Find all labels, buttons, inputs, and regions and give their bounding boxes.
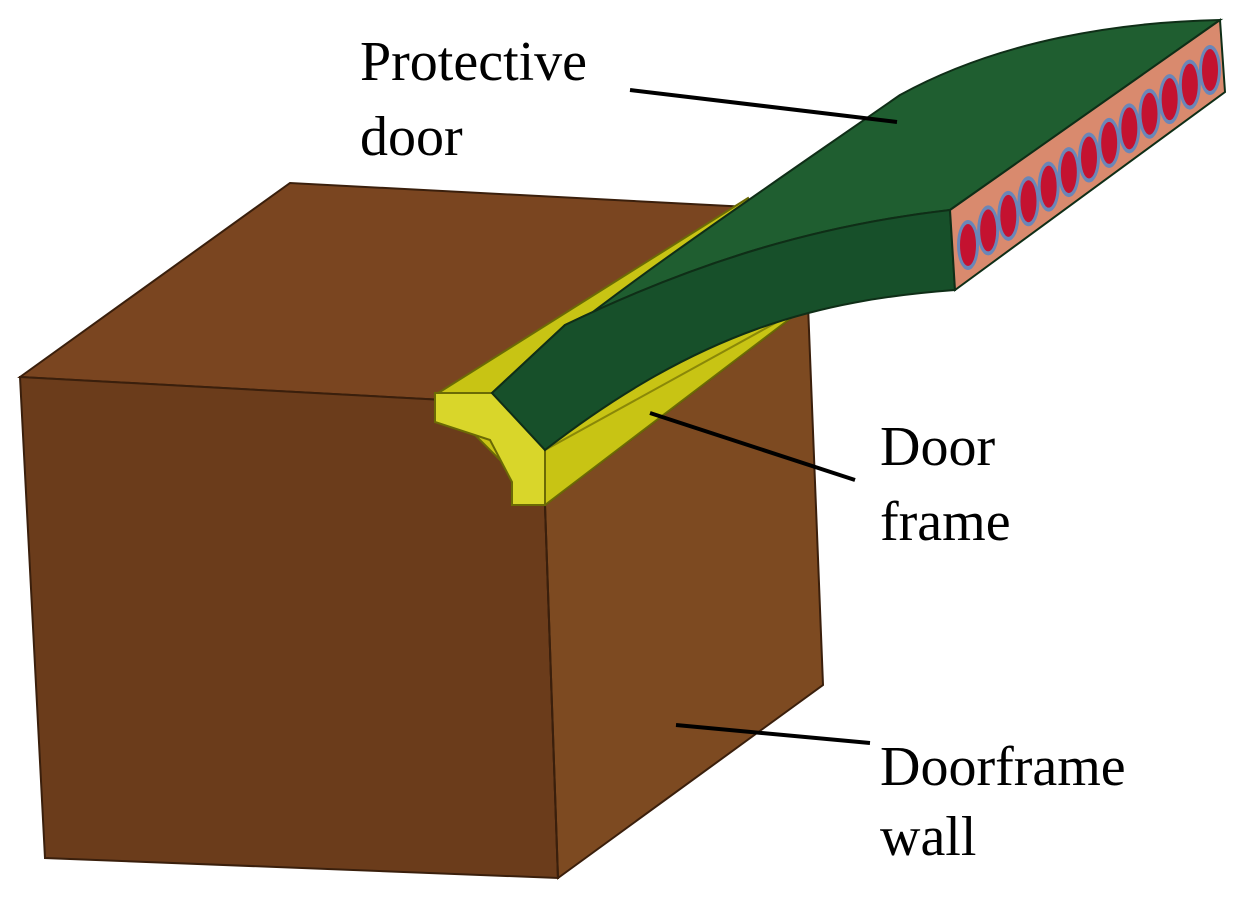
- door-core: [1141, 92, 1158, 135]
- door-frame-edge: [544, 304, 809, 451]
- door-core: [1202, 49, 1218, 91]
- door-core: [1121, 107, 1138, 150]
- door-core: [1081, 136, 1097, 179]
- door-core: [1000, 194, 1017, 237]
- doorframe-wall-leader: [675, 723, 871, 745]
- label-doorframe-wall-line1: Doorframe: [880, 736, 1126, 798]
- label-doorframe-wall: Doorframe wall: [880, 736, 1126, 868]
- label-protective-door-line2: door: [360, 106, 463, 168]
- label-doorframe-wall-line2: wall: [880, 806, 976, 868]
- door-core: [1020, 180, 1037, 223]
- door-core: [960, 224, 976, 266]
- label-door-frame: Door frame: [880, 416, 1011, 553]
- label-door-frame-line2: frame: [880, 491, 1011, 553]
- protective-door: [490, 18, 1227, 452]
- door-core: [1181, 63, 1198, 106]
- label-protective-door: Protective door: [360, 31, 587, 168]
- label-door-frame-line1: Door: [880, 416, 995, 478]
- door-core: [1161, 78, 1178, 121]
- wall-front-face: [18, 375, 560, 880]
- door-frame-leader: [649, 411, 856, 482]
- door-core: [980, 209, 997, 252]
- door-core: [1040, 165, 1057, 208]
- door-core: [1060, 151, 1077, 194]
- door-section-cores: [957, 45, 1221, 270]
- label-protective-door-line1: Protective: [360, 31, 587, 93]
- door-core: [1101, 121, 1118, 164]
- leader-lines: [629, 88, 898, 745]
- wall-edge: [544, 504, 559, 879]
- protective-door-leader: [629, 88, 898, 124]
